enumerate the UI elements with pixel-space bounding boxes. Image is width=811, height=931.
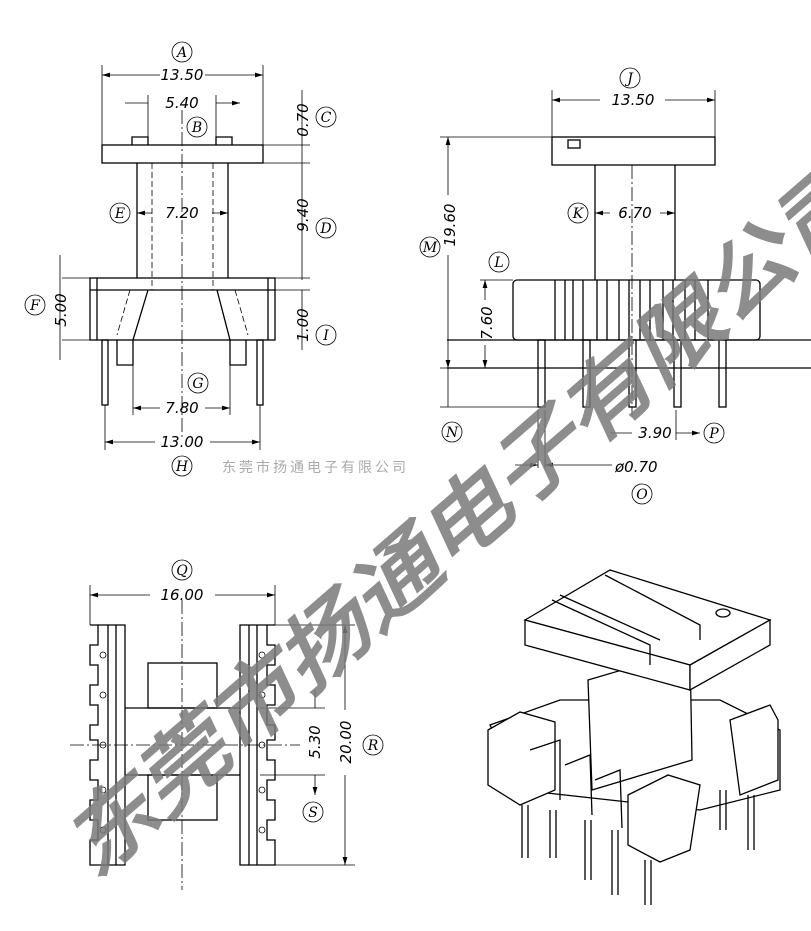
label-F-text: F bbox=[29, 298, 41, 314]
dim-P-value: 3.90 bbox=[638, 424, 671, 442]
dim-S-value: 5.30 bbox=[306, 725, 324, 758]
company-caption: 东莞市扬通电子有限公司 bbox=[222, 459, 409, 476]
label-P-text: P bbox=[708, 426, 719, 442]
label-A-text: A bbox=[175, 45, 187, 61]
dim-O-value: ø0.70 bbox=[614, 458, 658, 476]
label-S-text: S bbox=[308, 805, 318, 821]
label-S: S bbox=[302, 801, 324, 823]
label-D-text: D bbox=[319, 221, 331, 237]
dim-J-value: 13.50 bbox=[612, 91, 655, 109]
label-G-text: G bbox=[192, 376, 203, 392]
label-C: C bbox=[315, 106, 337, 128]
dim-H-value: 13.00 bbox=[161, 433, 204, 451]
dim-K-value: 6.70 bbox=[618, 204, 651, 222]
dim-G-value: 7.80 bbox=[165, 399, 198, 417]
label-R-text: R bbox=[367, 738, 379, 754]
label-B-text: B bbox=[191, 120, 202, 136]
label-P: P bbox=[703, 422, 725, 444]
label-J-text: J bbox=[624, 71, 634, 87]
dim-I-value: 1.00 bbox=[294, 308, 312, 341]
label-N: N bbox=[441, 421, 463, 443]
dim-F-value: 5.00 bbox=[52, 293, 70, 326]
label-I-text: I bbox=[322, 328, 329, 344]
label-L-text: L bbox=[493, 255, 503, 271]
label-C-text: C bbox=[321, 110, 332, 126]
label-K: K bbox=[567, 202, 589, 224]
dim-R-value: 20.00 bbox=[337, 721, 355, 764]
bottom-view: 16.00 20.00 5.30 Q R S bbox=[70, 559, 384, 890]
dim-D-value: 9.40 bbox=[294, 198, 312, 231]
label-O-text: O bbox=[636, 487, 648, 503]
label-A: A bbox=[171, 41, 193, 63]
label-E-text: E bbox=[114, 206, 125, 222]
dim-C-value: 0.70 bbox=[294, 103, 312, 136]
label-J: J bbox=[619, 67, 641, 89]
label-F: F bbox=[24, 294, 46, 316]
label-Q: Q bbox=[171, 559, 193, 581]
dim-E-value: 7.20 bbox=[165, 204, 198, 222]
label-D: D bbox=[315, 217, 337, 239]
side-view: 13.50 6.70 19.60 7.60 3.90 ø0.70 J K L M… bbox=[419, 67, 811, 505]
front-view: 13.50 5.40 7.20 7.80 13.00 0.70 9.40 1.0… bbox=[24, 41, 337, 477]
label-G: G bbox=[187, 372, 209, 394]
label-H: H bbox=[171, 455, 193, 477]
dim-M-value: 19.60 bbox=[441, 204, 459, 247]
label-B: B bbox=[186, 116, 208, 138]
label-O: O bbox=[631, 483, 653, 505]
label-N-text: N bbox=[445, 425, 459, 441]
dim-A-value: 13.50 bbox=[161, 66, 204, 84]
label-L: L bbox=[488, 251, 510, 273]
label-M-text: M bbox=[422, 240, 438, 256]
label-Q-text: Q bbox=[176, 563, 188, 579]
isometric-view bbox=[487, 569, 781, 905]
pins bbox=[537, 339, 727, 408]
label-E: E bbox=[109, 202, 131, 224]
dim-Q-value: 16.00 bbox=[161, 586, 204, 604]
label-H-text: H bbox=[175, 459, 189, 475]
label-M: M bbox=[419, 236, 441, 258]
label-K-text: K bbox=[572, 206, 585, 222]
label-R: R bbox=[362, 734, 384, 756]
dim-L-value: 7.60 bbox=[478, 306, 496, 339]
dim-B-value: 5.40 bbox=[165, 94, 198, 112]
label-I: I bbox=[315, 324, 337, 346]
